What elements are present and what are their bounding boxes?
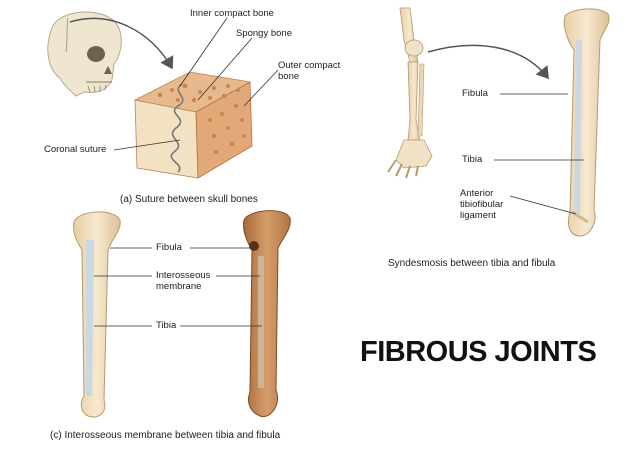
tibia-fibula-c-dark: [243, 211, 290, 417]
caption-panel-a: (a) Suture between skull bones: [120, 194, 258, 205]
label-fibula-c: Fibula: [156, 242, 182, 253]
suture-block: [135, 72, 252, 178]
arrow-leg-to-tibia: [428, 45, 548, 78]
label-spongy-bone: Spongy bone: [236, 28, 292, 39]
label-membrane-1: Interosseous: [156, 270, 210, 281]
tibia-fibula-b: [564, 9, 609, 236]
caption-panel-c: (c) Interosseous membrane between tibia …: [50, 430, 280, 441]
label-ligament-3: ligament: [460, 210, 496, 221]
label-outer-compact-2: bone: [278, 71, 299, 82]
label-inner-compact-bone: Inner compact bone: [190, 8, 274, 19]
label-membrane-2: membrane: [156, 281, 201, 292]
label-outer-compact-1: Outer compact: [278, 60, 340, 71]
caption-panel-b: Syndesmosis between tibia and fibula: [388, 258, 555, 269]
tibia-fibula-c-light: [73, 212, 120, 417]
label-coronal-suture: Coronal suture: [44, 144, 106, 155]
label-ligament-1: Anterior: [460, 188, 493, 199]
page-title: FIBROUS JOINTS: [360, 336, 596, 369]
label-fibula-b: Fibula: [462, 88, 488, 99]
skull-illustration: [48, 12, 121, 96]
label-tibia-c: Tibia: [156, 320, 176, 331]
label-tibia-b: Tibia: [462, 154, 482, 165]
label-ligament-2: tibiofibular: [460, 199, 503, 210]
leg-skeleton: [388, 8, 432, 178]
